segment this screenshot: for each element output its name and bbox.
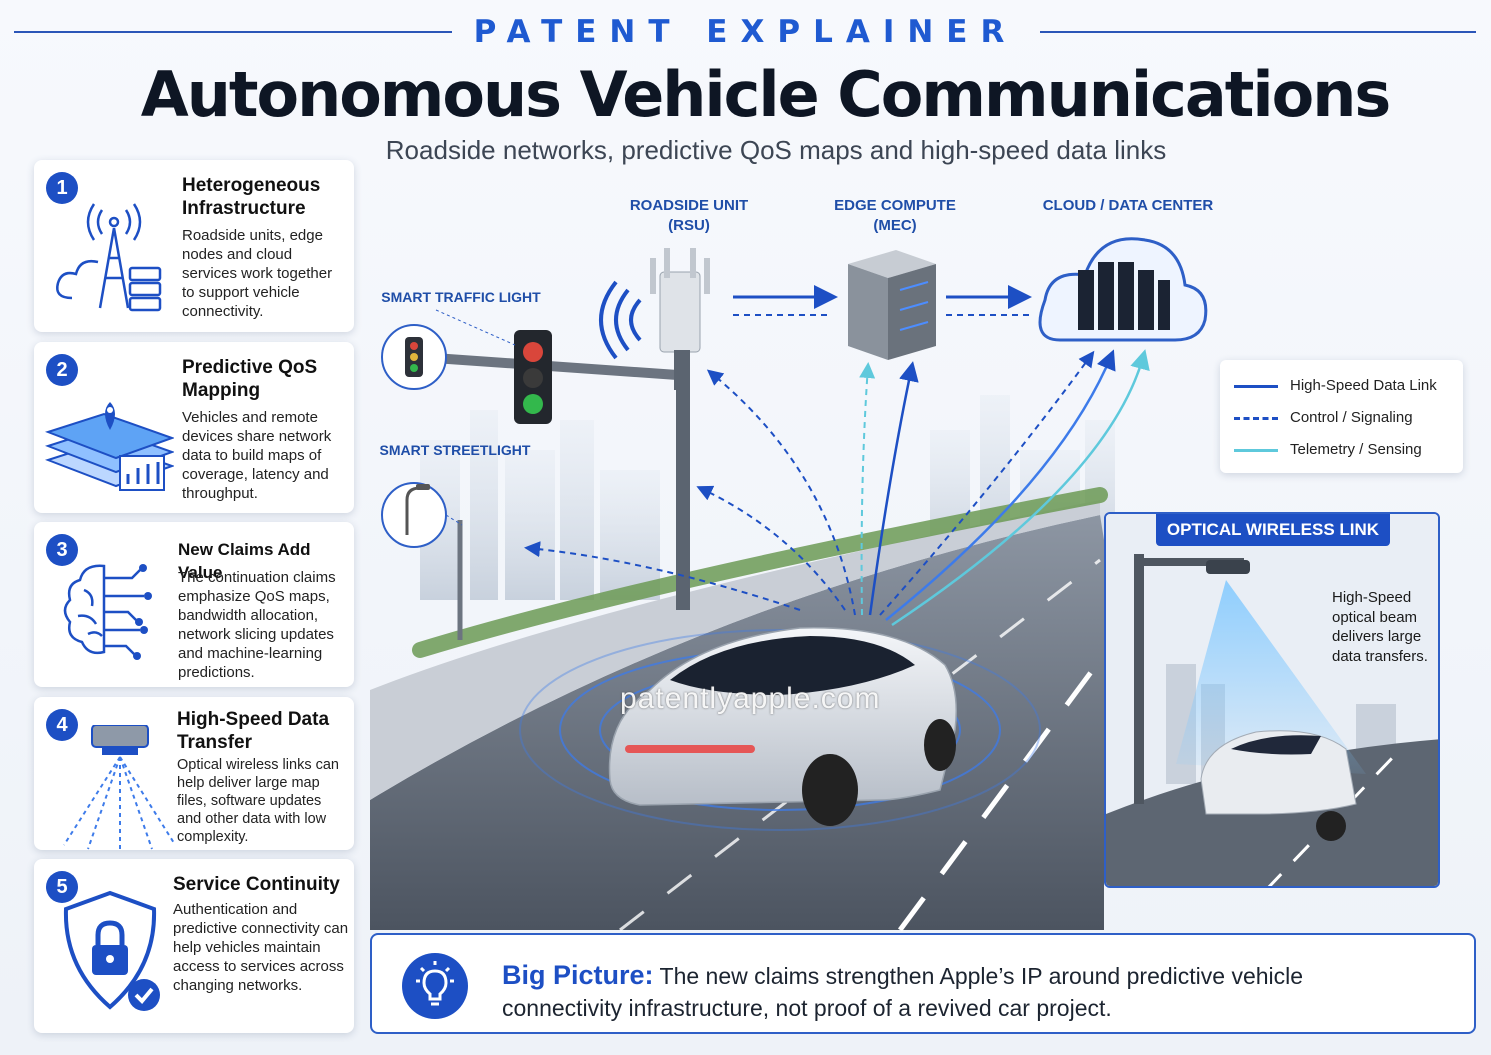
- optical-scene: [1106, 514, 1438, 886]
- card-text: Roadside units, edge nodes and cloud ser…: [182, 227, 333, 320]
- autonomous-car: [608, 627, 957, 826]
- header-rule-right: [1040, 31, 1476, 33]
- sidewalk: [370, 500, 1100, 800]
- card-service-continuity: 5 Service Continuity Authentication and …: [34, 859, 354, 1033]
- step-number: 4: [46, 709, 78, 741]
- card-high-speed-data-transfer: 4 High-Speed Data Transfer Optical wirel…: [34, 697, 354, 851]
- big-picture-body: The new claims strengthen Apple’s IP aro…: [502, 963, 1304, 1021]
- layered-map-icon: [44, 402, 174, 491]
- roadside-unit: [599, 248, 710, 390]
- tower-cloud-server-icon: [56, 203, 162, 312]
- card-text: Vehicles and remote devices share networ…: [182, 409, 332, 502]
- lane-marking: [897, 658, 1103, 932]
- page-title: Autonomous Vehicle Communications: [140, 58, 1392, 131]
- page-subtitle: Roadside networks, predictive QoS maps a…: [385, 135, 1167, 165]
- legend-item-telemetry: Telemetry / Sensing: [1220, 438, 1463, 462]
- legend: High-Speed Data Link Control / Signaling…: [1220, 360, 1463, 473]
- card-text: Authentication and predictive connectivi…: [173, 901, 349, 994]
- optical-link-inset: OPTICAL WIRELESS LINK High-Speed optical…: [1104, 512, 1440, 888]
- streetlight-callout: [381, 482, 463, 548]
- card-text: The continuation claims emphasize QoS ma…: [178, 569, 336, 681]
- cyan-line-icon: [1234, 449, 1278, 452]
- solid-line-icon: [1234, 385, 1278, 388]
- edge-compute-server: [848, 250, 936, 360]
- optical-emitter-icon: [63, 725, 174, 851]
- shield-lock-icon: [63, 890, 160, 1011]
- step-number: 1: [46, 172, 78, 204]
- legend-item-control: Control / Signaling: [1220, 406, 1463, 430]
- card-text: Optical wireless links can help deliver …: [177, 757, 339, 845]
- backhaul-links: [733, 285, 1032, 316]
- legend-label: Control / Signaling: [1290, 409, 1413, 426]
- step-number: 3: [46, 534, 78, 566]
- traffic-light-label: SMART TRAFFIC LIGHT: [381, 289, 541, 305]
- card-new-claims-add-value: 3 New Claims Add Value The continuation …: [34, 522, 354, 687]
- legend-item-data-link: High-Speed Data Link: [1220, 374, 1463, 398]
- dashed-line-icon: [1234, 417, 1278, 420]
- card-title: New Claims Add Value: [178, 540, 311, 582]
- card-heterogeneous-infrastructure: 1 Heterogeneous Infrastructure Roadside …: [34, 160, 354, 332]
- step-number: 5: [46, 871, 78, 903]
- legend-label: High-Speed Data Link: [1290, 377, 1437, 394]
- card-title: Heterogeneous Infrastructure: [182, 175, 321, 219]
- kicker: PATENT EXPLAINER: [473, 14, 1018, 50]
- inset-title: OPTICAL WIRELESS LINK: [1156, 514, 1390, 546]
- vehicle-uplinks: [524, 349, 1150, 627]
- card-title: High-Speed Data Transfer: [177, 709, 330, 753]
- brain-circuit-icon: [63, 564, 152, 660]
- watermark: patentlyapple.com: [620, 682, 881, 715]
- traffic-light-pole: [419, 330, 690, 610]
- mec-label: EDGE COMPUTE (MEC): [834, 197, 956, 234]
- card-title: Predictive QoS Mapping: [182, 357, 318, 401]
- legend-label: Telemetry / Sensing: [1290, 441, 1422, 458]
- traffic-light-callout: [381, 309, 516, 390]
- big-picture-text: Big Picture: The new claims strengthen A…: [502, 959, 1402, 1024]
- cloud-label: CLOUD / DATA CENTER: [1042, 197, 1214, 214]
- big-picture-banner: Big Picture: The new claims strengthen A…: [370, 933, 1476, 1034]
- card-title: Service Continuity: [173, 874, 340, 895]
- hedge-row: [412, 487, 1108, 658]
- rsu-label: ROADSIDE UNIT (RSU): [629, 197, 749, 234]
- inset-caption: High-Speed optical beam delivers large d…: [1332, 589, 1428, 665]
- big-picture-label: Big Picture:: [502, 960, 654, 990]
- card-predictive-qos-mapping: 2 Predictive QoS Mapping Vehicles and re…: [34, 342, 354, 513]
- streetlight-label: SMART STREETLIGHT: [379, 442, 531, 458]
- lightbulb-icon: [402, 953, 468, 1019]
- cloud-data-center: [1038, 237, 1208, 342]
- step-number: 2: [46, 354, 78, 386]
- header-rule-left: [14, 31, 452, 33]
